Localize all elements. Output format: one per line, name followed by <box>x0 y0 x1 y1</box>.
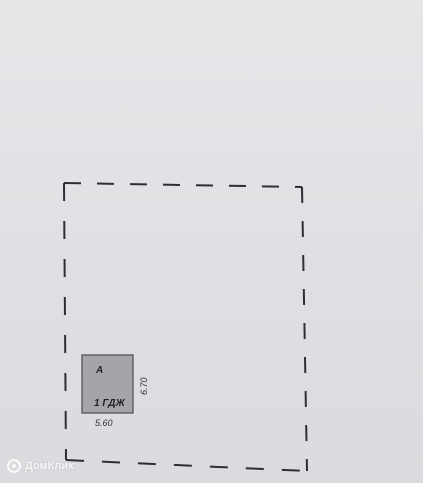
building-footprint <box>81 354 134 414</box>
height-dimension: 6.70 <box>139 377 149 395</box>
building-label: 1 ГДЖ <box>94 398 125 409</box>
watermark-text: ДомКлик <box>25 460 74 472</box>
domclick-logo-icon <box>7 459 21 473</box>
boundary-top <box>63 182 303 188</box>
boundary-left <box>63 182 67 461</box>
width-dimension: 5.60 <box>95 418 113 428</box>
boundary-right <box>301 186 308 472</box>
watermark: ДомКлик <box>7 459 74 473</box>
plot-boundary <box>63 182 308 472</box>
boundary-bottom <box>65 459 308 472</box>
building-letter: А <box>95 365 103 376</box>
